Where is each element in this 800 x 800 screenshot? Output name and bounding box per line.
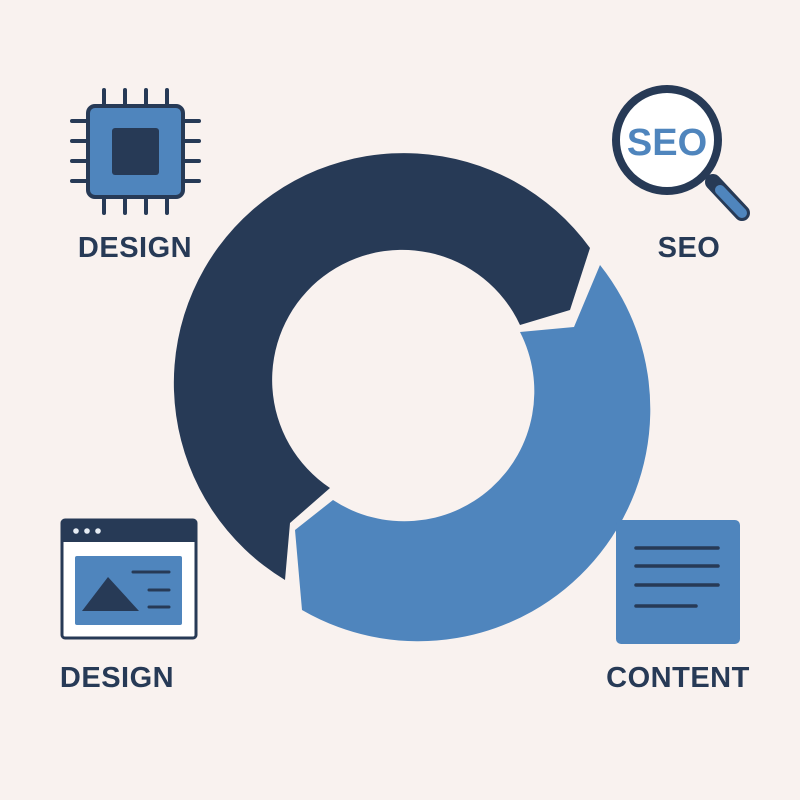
navy-arrow-segment xyxy=(173,153,591,580)
node-label-bottom-left: DESIGN xyxy=(59,662,175,694)
document-icon xyxy=(616,520,740,644)
node-label-bottom-right: CONTENT xyxy=(606,662,750,694)
seo-icon-text: SEO xyxy=(627,122,707,164)
chip-icon xyxy=(70,88,201,215)
node-label-top-left: DESIGN xyxy=(77,232,193,264)
browser-window-icon xyxy=(60,518,198,640)
node-label-top-right: SEO xyxy=(657,232,721,264)
magnifier-icon: SEO xyxy=(612,85,750,221)
blue-arrow-segment xyxy=(295,265,651,642)
